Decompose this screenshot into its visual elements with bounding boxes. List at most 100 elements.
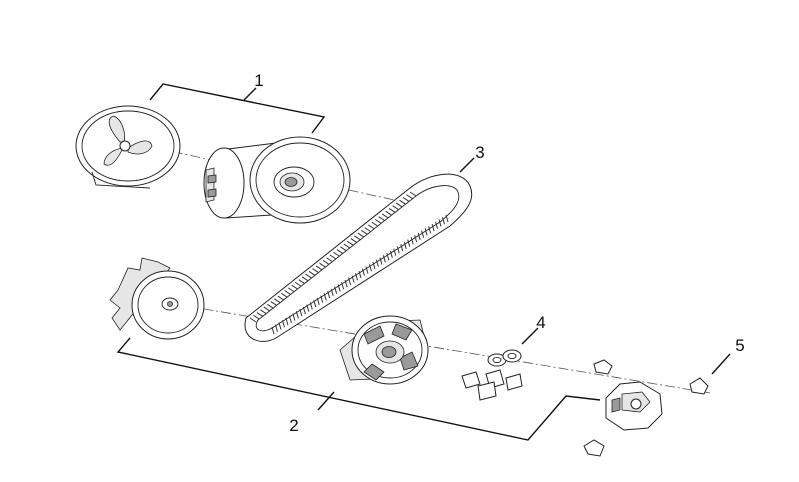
belt-tooth <box>270 301 278 306</box>
belt-tooth <box>428 226 432 234</box>
belt-tooth <box>400 243 404 252</box>
belt-tooth <box>299 308 303 317</box>
belt-tooth <box>284 290 292 296</box>
belt-tooth <box>326 257 333 263</box>
ramp-plate <box>605 381 663 431</box>
belt-tooth <box>305 273 312 279</box>
belt-teeth <box>249 191 449 335</box>
belt-tooth <box>354 235 361 241</box>
belt-tooth <box>442 217 446 225</box>
belt-tooth <box>320 295 324 303</box>
belt-tooth <box>263 306 271 312</box>
belt-tooth <box>298 279 305 285</box>
belt-tooth <box>365 266 369 274</box>
belt-tooth <box>319 262 326 268</box>
belt-tooth <box>277 295 285 301</box>
drive-pulley-fixed-face <box>109 257 205 340</box>
belt-tooth <box>322 260 330 265</box>
belt-tooth <box>385 210 392 216</box>
belt-tooth <box>364 227 372 233</box>
driven-pulley-outer-half <box>75 105 181 189</box>
slider-pieces <box>583 359 709 457</box>
belt-tooth <box>355 273 359 281</box>
callout-3-leader <box>459 157 475 173</box>
callout-2: 2 <box>289 416 298 435</box>
belt-tooth <box>386 252 390 261</box>
roller-ramps <box>363 323 419 381</box>
belt-tooth <box>330 288 334 297</box>
belt-tooth <box>329 254 337 260</box>
belt-tooth <box>399 199 406 205</box>
belt-tooth <box>294 281 302 287</box>
belt-tooth <box>336 249 344 254</box>
belt-tooth <box>396 246 400 254</box>
belt-tooth <box>323 293 327 301</box>
belt-tooth <box>367 224 375 230</box>
belt-tooth <box>340 246 347 252</box>
belt-tooth <box>382 255 386 263</box>
belt-tooth <box>378 216 385 222</box>
belt-tooth <box>381 213 389 219</box>
belt-tooth <box>361 268 365 276</box>
fan-blades <box>103 115 153 166</box>
belt-tooth <box>348 277 352 285</box>
belt-tooth <box>402 197 410 202</box>
belt-tooth <box>421 230 425 238</box>
drive-belt <box>244 173 473 342</box>
belt-tooth <box>292 313 296 321</box>
belt-tooth <box>302 306 306 314</box>
belt-tooth <box>417 232 421 241</box>
belt-tooth <box>308 271 316 276</box>
callout-1: 1 <box>254 71 263 90</box>
belt-tooth <box>392 205 399 211</box>
belt-tooth <box>281 320 285 328</box>
belt-tooth <box>249 317 257 323</box>
belt-tooth <box>379 257 383 265</box>
belt-tooth <box>274 324 278 332</box>
belt-tooth <box>333 251 340 257</box>
belt-tooth <box>357 232 365 238</box>
belt-tooth <box>351 275 355 283</box>
belt-tooth <box>341 282 345 290</box>
belt-tooth <box>424 228 428 236</box>
callout-4: 4 <box>536 313 545 332</box>
belt-tooth <box>281 292 288 298</box>
belt-tooth <box>327 291 331 299</box>
belt-tooth <box>407 239 411 247</box>
belt-tooth <box>306 304 310 312</box>
belt-tooth <box>312 268 319 274</box>
belt-tooth <box>435 221 439 229</box>
belt-tooth <box>403 241 407 250</box>
belt-tooth <box>253 314 260 320</box>
belt-tooth <box>344 279 348 288</box>
belt-tooth <box>256 312 264 317</box>
callout-3: 3 <box>475 143 484 162</box>
belt-tooth <box>371 221 379 227</box>
belt-tooth <box>291 284 299 290</box>
belt-tooth <box>285 317 289 326</box>
callout-1-bracket <box>149 83 326 134</box>
rollers <box>461 349 523 401</box>
belt-tooth <box>309 302 313 310</box>
belt-tooth <box>278 322 282 330</box>
callout-2-bracket <box>116 337 601 441</box>
belt-tooth <box>316 297 320 306</box>
belt-tooth <box>395 202 403 208</box>
belt-tooth <box>409 191 417 197</box>
belt-tooth <box>350 238 358 243</box>
belt-tooth <box>393 248 397 256</box>
belt-tooth <box>445 214 449 223</box>
belt-tooth <box>267 303 274 309</box>
belt-tooth <box>368 264 372 272</box>
drive-pulley-movable-face <box>339 315 429 385</box>
belt-tooth <box>260 309 267 315</box>
belt-tooth <box>375 259 379 267</box>
belt-tooth <box>414 235 418 243</box>
belt-tooth <box>274 298 281 304</box>
belt-tooth <box>431 223 435 232</box>
belt-tooth <box>410 237 414 245</box>
belt-tooth <box>347 240 354 246</box>
belt-tooth <box>389 250 393 258</box>
